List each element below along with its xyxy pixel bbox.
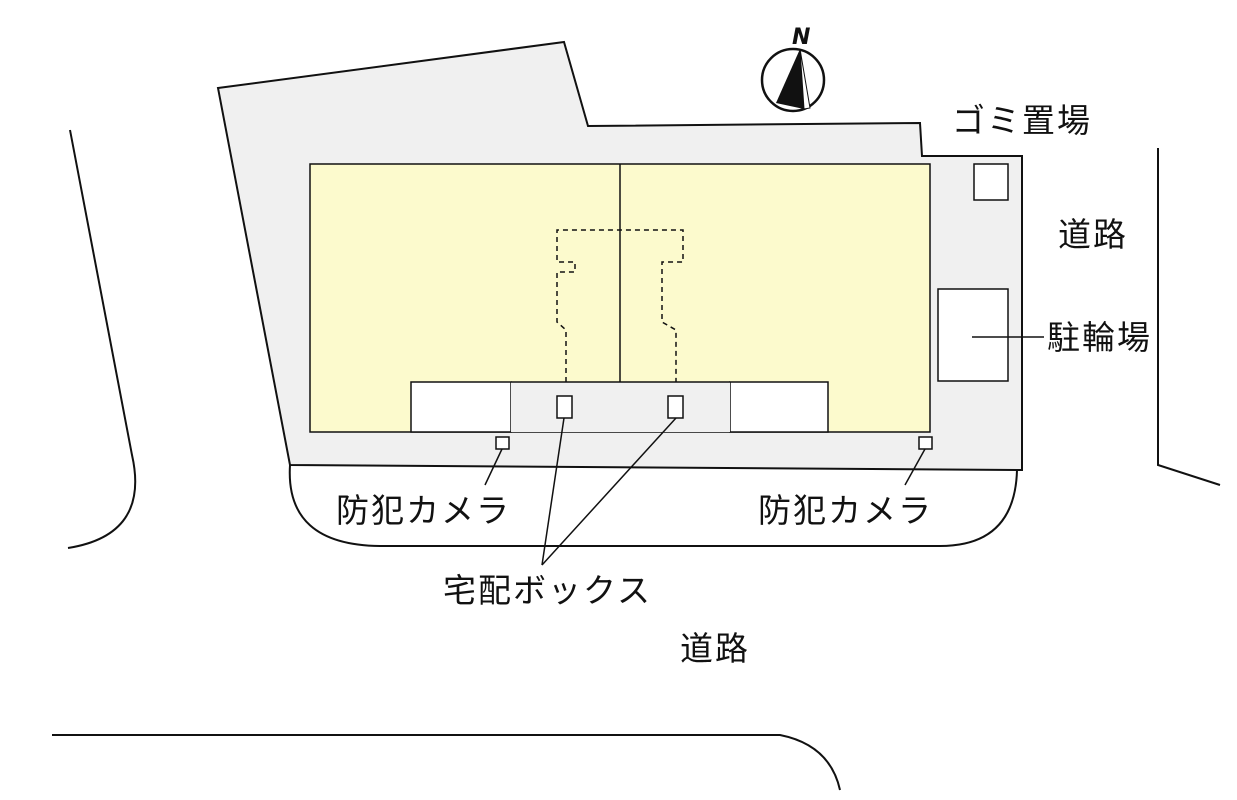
bicycle-parking-label: 駐輪場	[1047, 318, 1152, 357]
road-south-label: 道路	[680, 629, 750, 668]
security-camera-right	[918, 436, 933, 450]
camera-right-label: 防犯カメラ	[758, 491, 933, 530]
north-compass-icon: N	[760, 25, 826, 113]
garbage-area-label: ゴミ置場	[952, 101, 1092, 140]
bottom-road-edge	[52, 734, 841, 791]
leader-camera-right	[904, 448, 926, 486]
south-road-edge	[288, 464, 1018, 547]
east-road-edge	[1157, 148, 1221, 486]
stair-outline-dashed	[556, 229, 684, 382]
delivery-box-left	[556, 395, 573, 419]
security-camera-left	[495, 436, 510, 450]
north-label: N	[792, 25, 810, 50]
west-road-edge	[67, 129, 137, 549]
leader-delivery-box-right	[541, 417, 677, 566]
front-recess-right	[729, 381, 829, 433]
leader-camera-left	[484, 448, 503, 486]
delivery-box-label: 宅配ボックス	[443, 571, 653, 610]
front-walkway	[511, 382, 730, 432]
bicycle-parking-box	[937, 288, 1009, 382]
road-east-label: 道路	[1058, 215, 1128, 254]
garbage-area-box	[973, 163, 1009, 201]
front-recess-left	[410, 381, 512, 433]
camera-left-label: 防犯カメラ	[336, 491, 511, 530]
leader-delivery-box-left	[541, 417, 565, 566]
delivery-box-right	[667, 395, 684, 419]
